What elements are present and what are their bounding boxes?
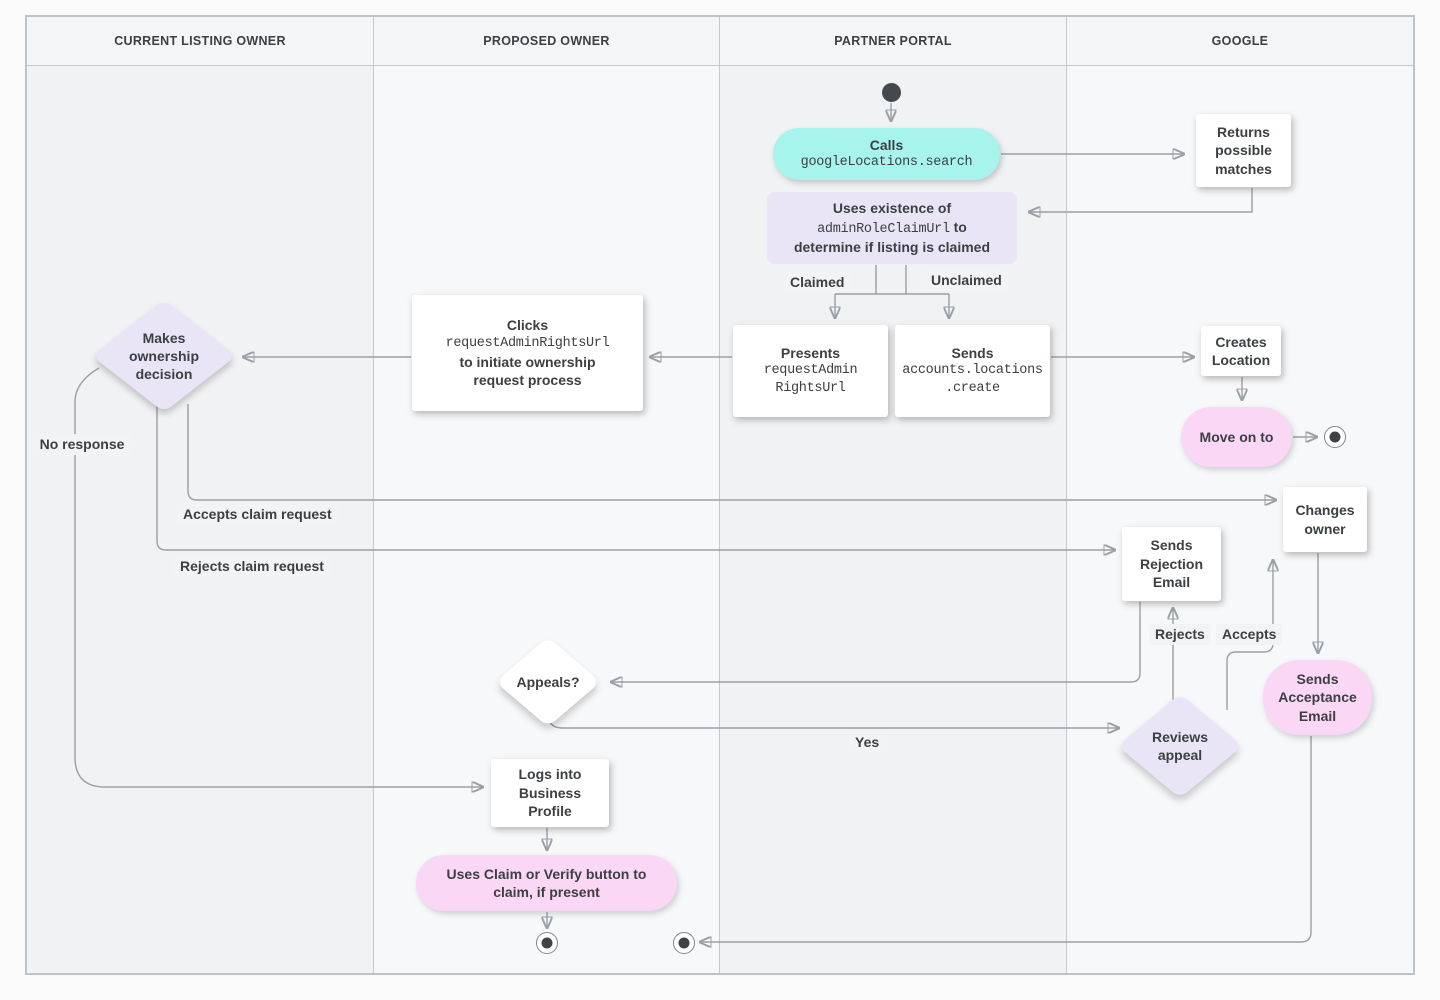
decision-reviews-appeal: Reviews appeal [1117, 693, 1243, 799]
end-node-acceptance [673, 932, 695, 954]
decision-label: Reviews appeal [1151, 728, 1209, 763]
node-code: requestAdminRightsUrl [445, 335, 610, 351]
note-after-code: to [953, 218, 967, 235]
node-code-line2: RightsUrl [775, 381, 846, 397]
decision-label: Appeals? [516, 673, 580, 690]
edge-label-accepts: Accepts [1216, 624, 1283, 645]
lane-header: GOOGLE [1067, 17, 1413, 66]
node-code-line2: .create [945, 381, 1000, 397]
node-changes-owner: Changes owner [1283, 487, 1367, 552]
edge-label-rejects: Rejects [1149, 624, 1211, 645]
decision-makes-ownership-decision: Makes ownership decision [91, 299, 237, 413]
node-label: Returns possible matches [1215, 123, 1272, 177]
node-sends-rejection-email: Sends Rejection Email [1122, 527, 1221, 601]
node-creates-location: Creates Location [1201, 326, 1281, 376]
node-uses-claim-or-verify-button: Uses Claim or Verify button to claim, if… [416, 855, 677, 911]
node-label: Changes owner [1295, 502, 1355, 537]
node-returns-possible-matches: Returns possible matches [1196, 114, 1291, 187]
note-line2: adminRoleClaimUrl to [817, 218, 967, 239]
lane-header: PROPOSED OWNER [374, 17, 719, 66]
node-sends-accounts-locations-create: Sends accounts.locations .create [895, 325, 1050, 417]
edge-label-rejects-claim: Rejects claim request [174, 556, 330, 577]
node-calls-googlelocations-search: Calls googleLocations.search [773, 128, 1000, 180]
lane-header: PARTNER PORTAL [720, 17, 1066, 66]
node-title: Calls [869, 136, 904, 153]
edge-label-claimed: Claimed [784, 272, 851, 293]
lane-current-listing-owner: CURRENT LISTING OWNER [27, 17, 374, 973]
node-line4: request process [473, 372, 582, 389]
node-label: Uses Claim or Verify button to claim, if… [446, 865, 647, 900]
lane-proposed-owner: PROPOSED OWNER [374, 17, 720, 973]
node-code: googleLocations.search [800, 155, 973, 171]
node-presents-requestadminrightsurl: Presents requestAdmin RightsUrl [733, 325, 888, 417]
edge-label-unclaimed: Unclaimed [925, 270, 1008, 291]
node-label: Sends Rejection Email [1139, 537, 1203, 591]
node-code-line1: requestAdmin [763, 363, 858, 379]
node-logs-into-business-profile: Logs into Business Profile [491, 759, 609, 827]
end-node-google [1324, 426, 1346, 448]
node-label: Logs into Business Profile [518, 766, 582, 820]
start-node [882, 83, 901, 102]
node-label: Move on to [1199, 428, 1274, 445]
edge-label-no-response: No response [33, 434, 131, 455]
node-clicks-requestadminrightsurl: Clicks requestAdminRightsUrl to initiate… [412, 295, 643, 411]
node-move-on-to: Move on to [1181, 407, 1292, 467]
node-code-line1: accounts.locations [902, 363, 1043, 379]
node-sends-acceptance-email: Sends Acceptance Email [1263, 660, 1372, 735]
node-uses-existence-adminroleclaimurl: Uses existence of adminRoleClaimUrl to d… [767, 192, 1017, 264]
edge-label-yes: Yes [849, 732, 886, 753]
node-label: Creates Location [1211, 333, 1271, 368]
lane-header: CURRENT LISTING OWNER [27, 17, 373, 66]
node-title: Clicks [506, 317, 549, 334]
edge-label-accepts-claim: Accepts claim request [177, 504, 338, 525]
note-line1: Uses existence of [832, 200, 952, 217]
end-node-proposed-owner [536, 932, 558, 954]
node-line3: to initiate ownership [459, 353, 596, 370]
note-code: adminRoleClaimUrl [817, 221, 950, 237]
node-label: Sends Acceptance Email [1278, 670, 1357, 724]
note-line3: determine if listing is claimed [793, 239, 991, 256]
node-title: Sends [951, 344, 994, 361]
node-title: Presents [780, 344, 841, 361]
decision-label: Makes ownership decision [128, 329, 199, 383]
decision-appeals: Appeals? [495, 636, 601, 728]
